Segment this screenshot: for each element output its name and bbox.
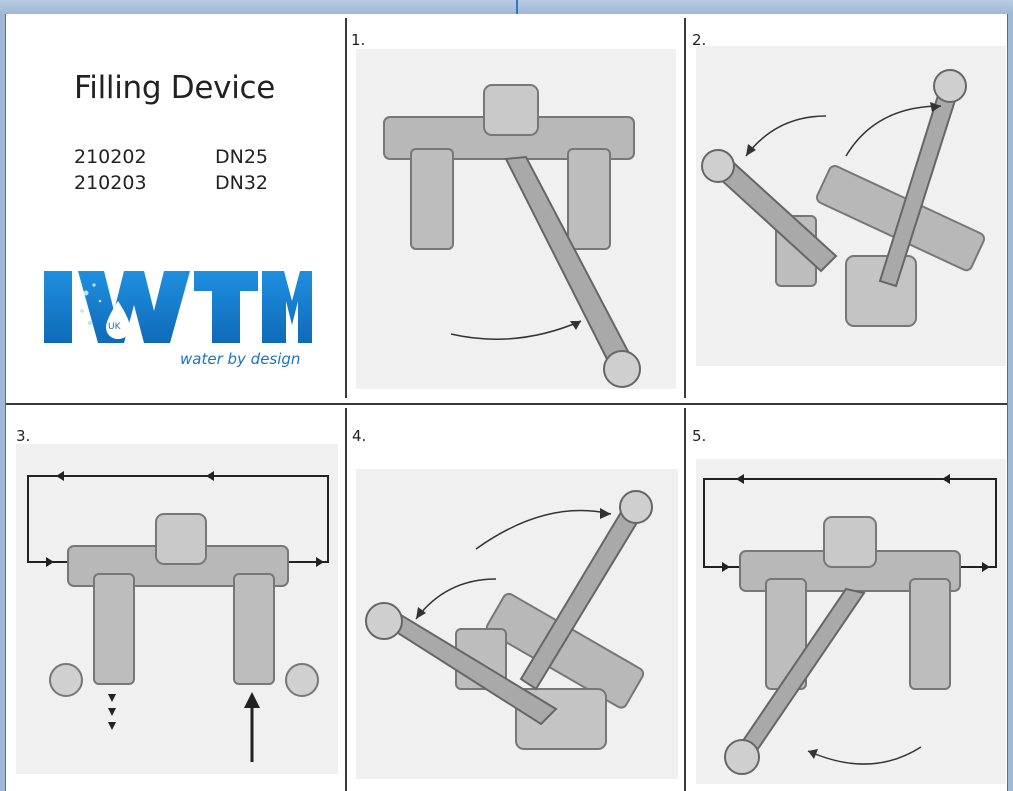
divider-vertical-2: [684, 18, 686, 398]
model-size-2: DN32: [215, 172, 269, 194]
step-number-3: 3.: [16, 427, 31, 445]
step-2-illustration: [696, 46, 1006, 366]
iwtm-logo-mark: [44, 271, 312, 343]
page-marker: [516, 0, 518, 14]
divider-horizontal: [6, 403, 1007, 405]
divider-vertical-1: [345, 18, 347, 398]
model-size-1: DN25: [215, 146, 269, 168]
logo-tagline: water by design: [180, 350, 301, 368]
step-number-4: 4.: [352, 427, 367, 445]
instruction-sheet: Filling Device 210202 DN25 210203 DN32: [5, 14, 1008, 791]
step-number-2: 2.: [692, 31, 707, 49]
iwtm-logo: UK: [44, 271, 312, 371]
model-code-2: 210203: [74, 172, 147, 194]
viewer-top-bar: [0, 0, 1013, 14]
step-number-1: 1.: [351, 31, 366, 49]
step-4-illustration: [356, 469, 678, 779]
model-code-1: 210202: [74, 146, 147, 168]
step-1-illustration: [356, 49, 676, 389]
divider-vertical-4: [684, 408, 686, 791]
document-title: Filling Device: [74, 70, 276, 106]
step-5-illustration: [696, 459, 1006, 784]
logo-badge-uk: UK: [108, 322, 121, 332]
step-number-5: 5.: [692, 427, 707, 445]
step-3-illustration: [16, 444, 338, 774]
divider-vertical-3: [345, 408, 347, 791]
